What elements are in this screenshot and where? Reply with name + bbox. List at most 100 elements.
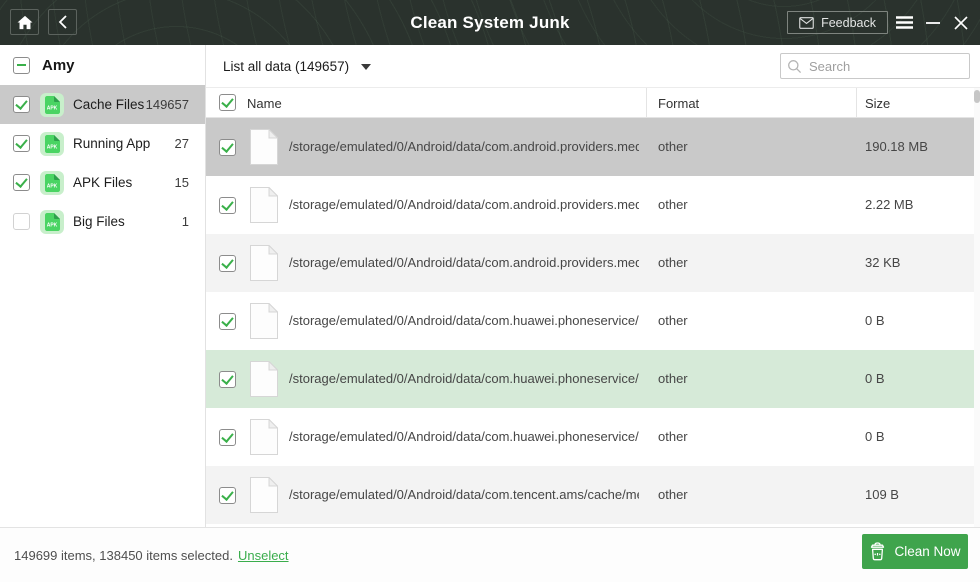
data-filter-dropdown[interactable]: List all data (149657) [223, 45, 372, 88]
close-button[interactable] [949, 8, 972, 38]
sidebar-item-big-files[interactable]: APK Big Files 1 [0, 202, 205, 241]
file-icon [250, 476, 279, 518]
device-name: Amy [42, 56, 75, 74]
svg-text:APK: APK [47, 144, 58, 150]
row-checkbox[interactable] [219, 429, 236, 446]
big-files-checkbox[interactable] [13, 213, 30, 230]
row-checkbox[interactable] [219, 255, 236, 272]
select-all-checkbox[interactable] [219, 94, 236, 111]
file-size: 0 B [865, 429, 885, 444]
file-size: 190.18 MB [865, 139, 928, 154]
main-panel: List all data (149657) Name Format Size [206, 45, 980, 527]
titlebar: Clean System Junk Feedback [0, 0, 980, 45]
table-row[interactable]: /storage/emulated/0/Android/data/com.hua… [206, 350, 974, 408]
file-path: /storage/emulated/0/Android/data/com.and… [289, 139, 639, 154]
file-format: other [658, 197, 688, 212]
row-checkbox[interactable] [219, 139, 236, 156]
device-header: Amy [0, 45, 205, 85]
titlebar-controls: Feedback [787, 0, 972, 45]
file-icon [250, 302, 279, 344]
file-format: other [658, 371, 688, 386]
svg-text:APK: APK [47, 105, 58, 111]
cache-files-checkbox[interactable] [13, 96, 30, 113]
menu-icon [896, 16, 913, 29]
trash-icon [871, 542, 885, 561]
minimize-button[interactable] [921, 8, 944, 38]
row-checkbox[interactable] [219, 197, 236, 214]
apk-file-icon: APK [40, 209, 64, 234]
clean-now-button[interactable]: Clean Now [862, 534, 968, 569]
table-row[interactable]: /storage/emulated/0/Android/data/com.and… [206, 118, 974, 176]
close-icon [953, 15, 968, 30]
file-size: 0 B [865, 371, 885, 386]
search-icon [788, 59, 802, 73]
apk-file-icon: APK [40, 131, 64, 156]
file-path: /storage/emulated/0/Android/data/com.hua… [289, 371, 639, 386]
apk-files-checkbox[interactable] [13, 174, 30, 191]
row-checkbox[interactable] [219, 487, 236, 504]
search-input[interactable] [809, 58, 963, 74]
caret-down-icon [361, 63, 372, 70]
sidebar-item-running-app[interactable]: APK Running App 27 [0, 124, 205, 163]
file-path: /storage/emulated/0/Android/data/com.and… [289, 197, 639, 212]
search-box[interactable] [780, 53, 970, 79]
file-format: other [658, 313, 688, 328]
column-divider [856, 88, 857, 117]
list-toolbar: List all data (149657) [206, 45, 980, 88]
sidebar-item-apk-files[interactable]: APK APK Files 15 [0, 163, 205, 202]
envelope-icon [799, 16, 814, 29]
back-button[interactable] [48, 9, 77, 35]
device-select-all-checkbox[interactable] [13, 56, 30, 74]
sidebar-item-cache-files[interactable]: APK Cache Files 149657 [0, 85, 205, 124]
table-row[interactable]: /storage/emulated/0/Android/data/com.and… [206, 234, 974, 292]
home-button[interactable] [10, 9, 39, 35]
data-filter-label: List all data (149657) [223, 59, 350, 74]
file-size: 109 B [865, 487, 899, 502]
file-size: 2.22 MB [865, 197, 914, 212]
file-format: other [658, 429, 688, 444]
table-row[interactable]: /storage/emulated/0/Android/data/com.hua… [206, 292, 974, 350]
table-header: Name Format Size [206, 88, 974, 118]
file-size: 0 B [865, 313, 885, 328]
row-checkbox[interactable] [219, 371, 236, 388]
feedback-label: Feedback [821, 15, 876, 30]
file-format: other [658, 487, 688, 502]
sidebar: Amy APK Cache Files 149657 APK [0, 45, 206, 527]
home-icon [17, 15, 32, 29]
footer-bar: 149699 items, 138450 items selected. Uns… [0, 527, 980, 582]
file-path: /storage/emulated/0/Android/data/com.hua… [289, 313, 639, 328]
sidebar-item-label: Cache Files [73, 97, 145, 112]
sidebar-item-count: 1 [181, 214, 189, 229]
table-row[interactable]: /storage/emulated/0/Android/data/com.ten… [206, 466, 974, 524]
scrollbar-thumb[interactable] [974, 90, 980, 103]
minimize-icon [925, 21, 940, 24]
apk-file-icon: APK [40, 92, 64, 117]
apk-file-icon: APK [40, 170, 64, 195]
table-row[interactable]: /storage/emulated/0/Android/data/com.hua… [206, 408, 974, 466]
svg-text:APK: APK [47, 222, 58, 228]
page-title: Clean System Junk [410, 13, 570, 32]
table-row[interactable]: /storage/emulated/0/Android/data/com.and… [206, 176, 974, 234]
sidebar-item-label: Big Files [73, 214, 125, 229]
row-checkbox[interactable] [219, 313, 236, 330]
file-path: /storage/emulated/0/Android/data/com.and… [289, 255, 639, 270]
unselect-link[interactable]: Unselect [237, 548, 289, 563]
clean-now-label: Clean Now [894, 544, 961, 559]
file-path: /storage/emulated/0/Android/data/com.ten… [289, 487, 639, 502]
file-icon [250, 128, 279, 170]
svg-text:APK: APK [47, 183, 58, 189]
column-header-name: Name [247, 96, 282, 111]
menu-button[interactable] [893, 8, 916, 38]
file-icon [250, 418, 279, 460]
column-divider [646, 88, 647, 117]
column-header-format: Format [658, 96, 700, 111]
file-path: /storage/emulated/0/Android/data/com.hua… [289, 429, 639, 444]
file-icon [250, 244, 279, 286]
scrollbar-track[interactable] [974, 88, 980, 527]
feedback-button[interactable]: Feedback [787, 11, 888, 34]
sidebar-item-label: Running App [73, 136, 151, 151]
sidebar-item-count: 27 [174, 136, 189, 151]
running-app-checkbox[interactable] [13, 135, 30, 152]
file-icon [250, 360, 279, 402]
